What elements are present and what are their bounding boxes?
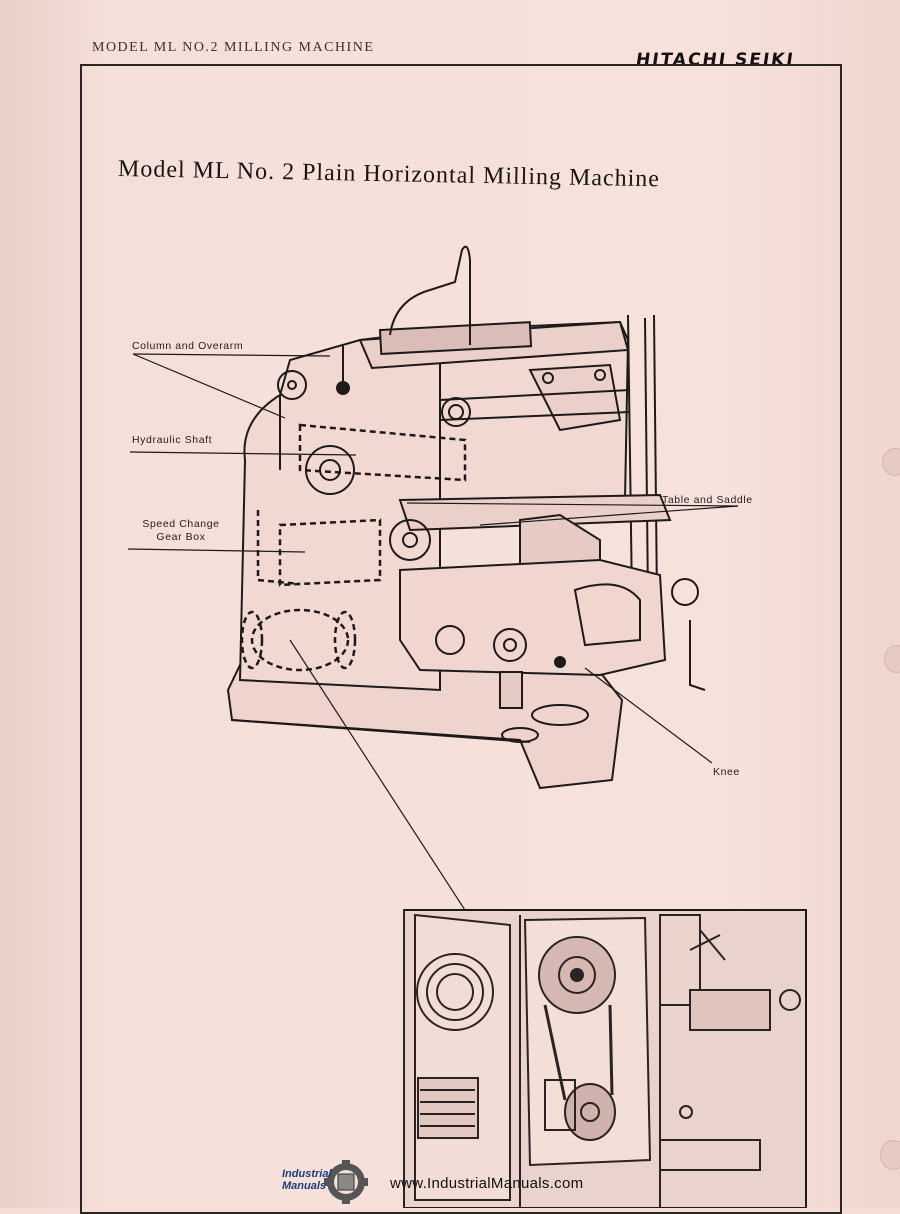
- binder-hole: [880, 1140, 900, 1170]
- callout-speed-change-gear-box: Speed Change Gear Box: [132, 518, 230, 544]
- binder-hole: [884, 645, 900, 673]
- callout-hydraulic-shaft: Hydraulic Shaft: [132, 434, 213, 446]
- callout-speed-change-line2: Gear Box: [156, 531, 206, 543]
- footer-url-link[interactable]: www.IndustrialManuals.com: [390, 1175, 584, 1192]
- binder-hole: [882, 448, 900, 476]
- belt-drive-inset-photo: [403, 909, 807, 1208]
- callout-column-and-overarm: Column and Overarm: [132, 340, 244, 352]
- gear-book-icon: [324, 1160, 368, 1204]
- logo-line1: Industrial: [282, 1168, 332, 1180]
- industrial-manuals-logo-text: Industrial Manuals: [282, 1168, 332, 1192]
- callout-table-and-saddle: Table and Saddle: [662, 494, 753, 506]
- callout-speed-change-line1: Speed Change: [142, 518, 220, 530]
- logo-line2: Manuals: [282, 1180, 327, 1192]
- callout-knee: Knee: [713, 766, 740, 778]
- manual-header-title: MODEL ML NO.2 MILLING MACHINE: [92, 40, 375, 55]
